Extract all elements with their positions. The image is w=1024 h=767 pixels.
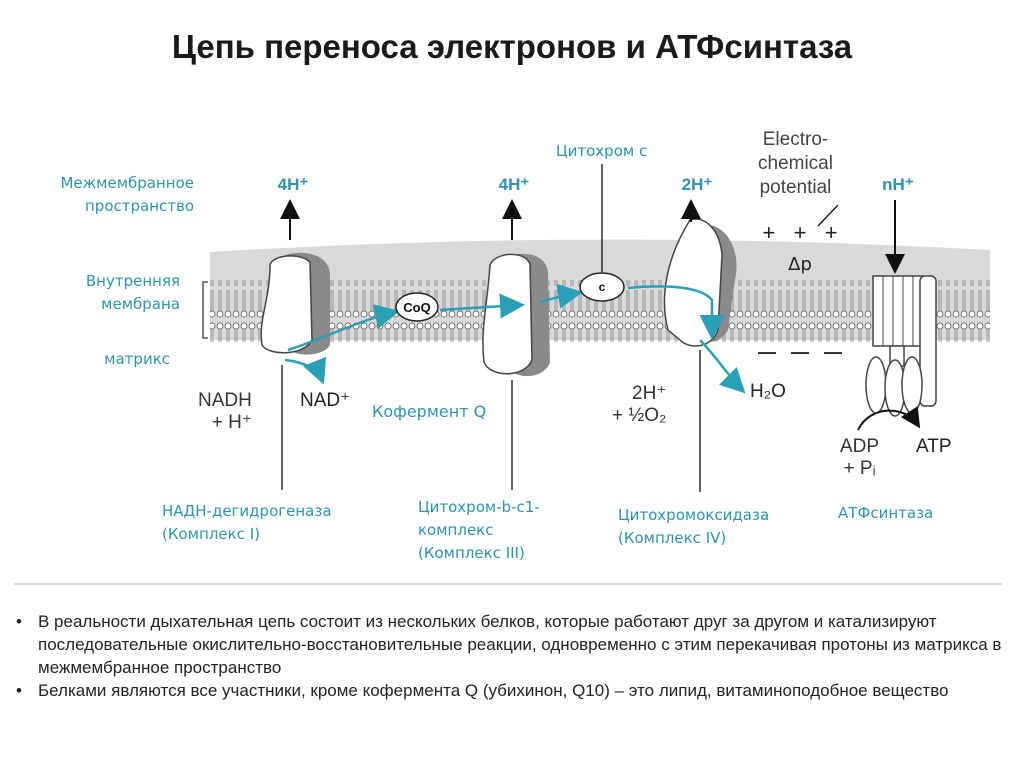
ec-potential-label: Electro- chemical potential (758, 129, 833, 198)
electron-path-1 (287, 304, 400, 352)
nadh-label: NADH + H⁺ (198, 390, 252, 433)
electron-path-2 (439, 293, 525, 319)
membrane-bracket (202, 281, 208, 339)
bullet-item: В реальности дыхательная цепь состоит из… (14, 610, 1004, 679)
adp-label: ADP + Pᵢ (840, 436, 880, 479)
coq-oval (395, 292, 439, 322)
coq-label: CoQ (403, 300, 430, 315)
proton-label-4: nH⁺ (882, 175, 914, 194)
cytc-oval (579, 272, 625, 302)
nadh-arrow (284, 356, 327, 385)
water-arrow (699, 339, 746, 394)
bullet-item: Белками являются все участники, кроме ко… (14, 679, 1004, 702)
complex-1-label: НАДН-дегидрогеназа (Комплекс I) (162, 502, 332, 543)
h2o-out-label: H₂O (750, 381, 786, 402)
delta-p: Δp (788, 254, 812, 275)
cytochrome-c-label: Цитохром с (556, 142, 648, 160)
cytc-label: c (599, 280, 606, 294)
electron-path-4 (627, 285, 725, 340)
electron-path-3 (539, 283, 583, 309)
atp-arrow (857, 406, 921, 431)
plus-signs: + + + (762, 220, 837, 245)
bullet-list: В реальности дыхательная цепь состоит из… (14, 610, 1004, 702)
intermembrane-label: Межмембранное пространство (60, 174, 194, 215)
atp-synthase-shape (865, 275, 937, 417)
complex-4-shape (663, 218, 737, 347)
complex-3-label: Цитохром-b-c1- комплекс (Комплекс III) (418, 498, 540, 562)
matrix-label: матрикс (104, 350, 170, 368)
etc-diagram: CoQ c 4H⁺ 4H⁺ 2H⁺ nH⁺ + + + Δp — — — NAD… (202, 164, 990, 492)
proton-label-2: 4H⁺ (499, 175, 530, 194)
nad-label: NAD⁺ (300, 390, 350, 411)
proton-label-1: 4H⁺ (278, 175, 309, 194)
proton-label-3: 2H⁺ (682, 175, 713, 194)
complex-4-label: Цитохромоксидаза (Комплекс IV) (618, 506, 770, 547)
atp-label: ATP (916, 436, 952, 457)
complex-1-shape (260, 252, 330, 355)
minus-signs: — — — (758, 342, 842, 362)
o2-label: 2H⁺ + ½O₂ (612, 383, 667, 426)
complex-3-shape (482, 253, 550, 377)
atp-synthase-label: АТФсинтаза (838, 504, 934, 522)
page-title: Цепь переноса электронов и АТФсинтаза (171, 28, 853, 65)
separator (14, 583, 1002, 585)
coenzyme-q-label: Кофермент Q (372, 402, 487, 421)
inner-membrane-label: Внутренняя мембрана (85, 272, 180, 313)
